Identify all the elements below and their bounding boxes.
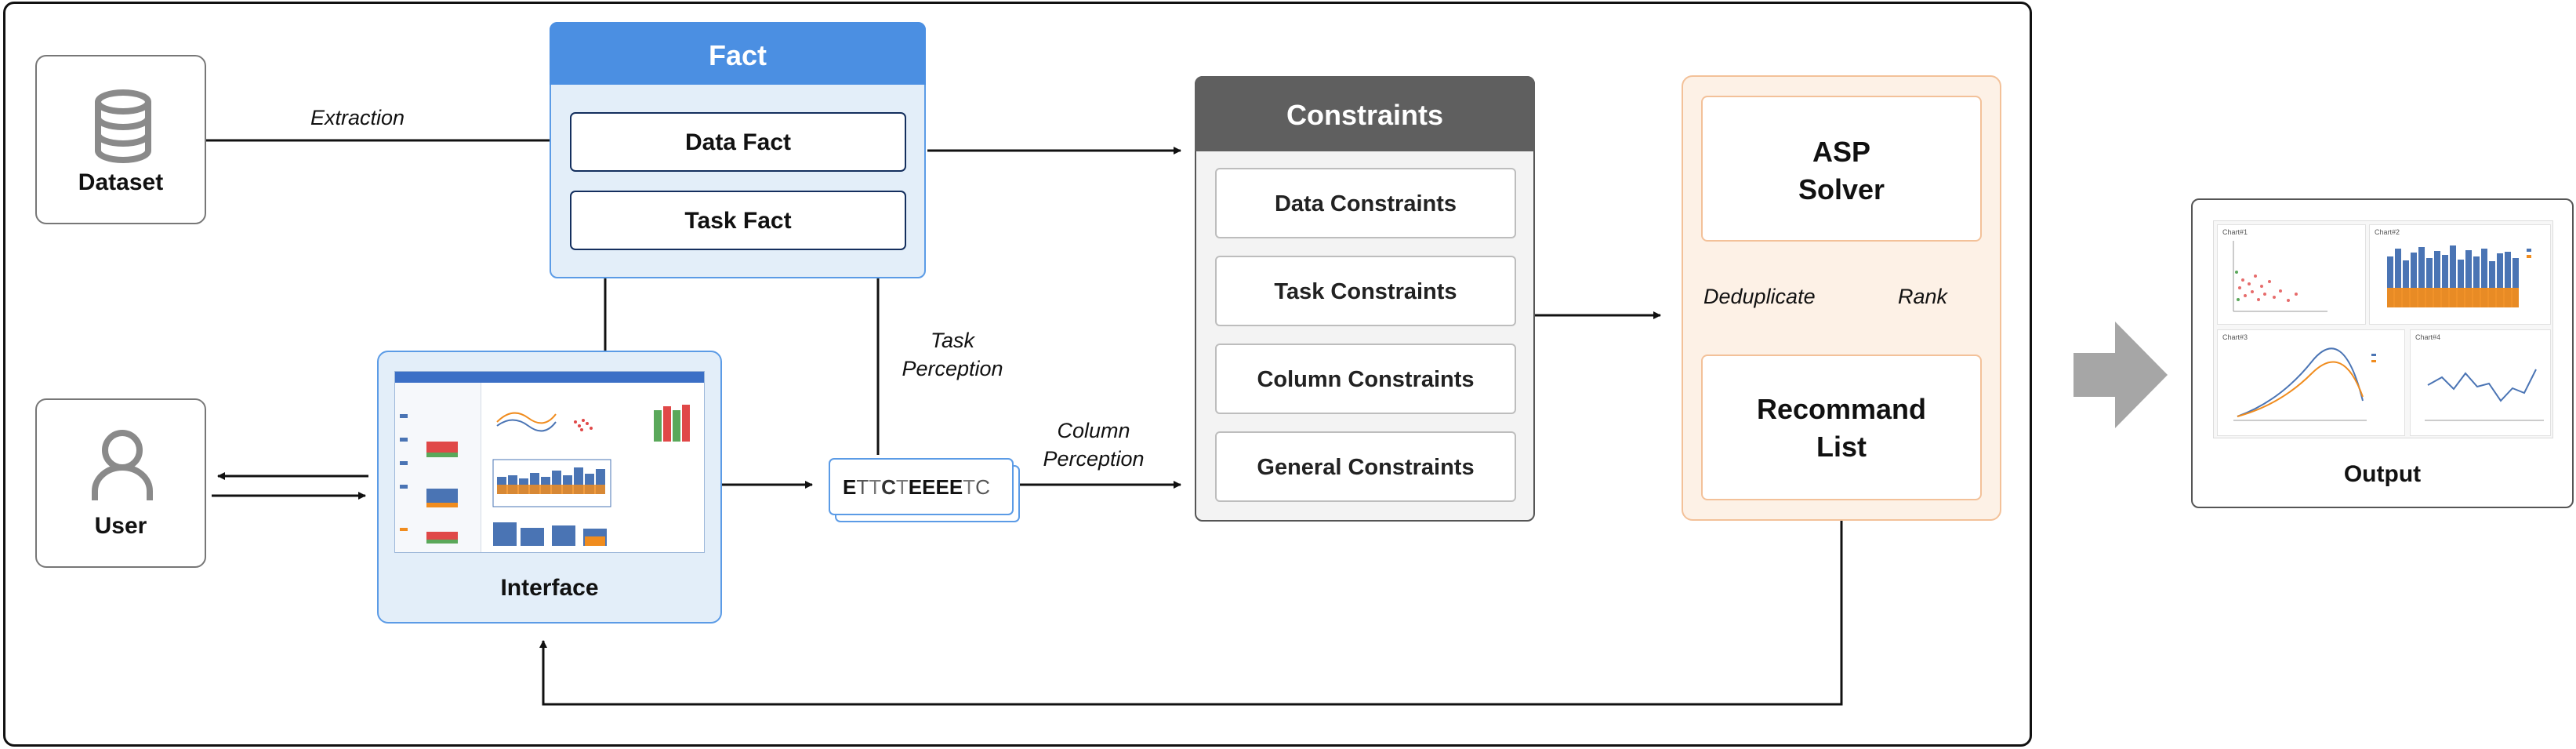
- rank-label: Rank: [1898, 285, 1948, 308]
- recommand-list-line2: List: [1816, 431, 1867, 463]
- data-constraints-box: Data Constraints: [1215, 168, 1516, 238]
- stacked-bar-thumbnail: [2387, 245, 2531, 307]
- output-chart-card: Chart#4: [2410, 329, 2551, 436]
- constraints-title: Constraints: [1195, 76, 1535, 151]
- user-label: User: [94, 513, 147, 539]
- interface-label: Interface: [500, 575, 599, 601]
- task-constraints-box: Task Constraints: [1215, 256, 1516, 326]
- database-icon: [95, 89, 151, 163]
- user-node: User: [35, 398, 206, 568]
- pipeline-frame: [3, 2, 2032, 747]
- seq-char: E: [922, 475, 936, 499]
- seq-char: T: [963, 475, 976, 499]
- line-thumbnail: [2425, 369, 2544, 421]
- interface-screenshot: [394, 371, 705, 553]
- output-chart-title: Chart#2: [2375, 228, 2400, 236]
- recommand-list-line1: Recommand: [1756, 393, 1927, 425]
- column-perception-label: Column Perception: [1027, 416, 1160, 473]
- output-chart-card: Chart#3: [2217, 329, 2405, 436]
- interface-sidebar: [395, 383, 481, 552]
- interface-thumbnails: [400, 405, 690, 546]
- output-label: Output: [2343, 461, 2422, 487]
- seq-char: E: [949, 475, 963, 499]
- dataset-node: Dataset: [35, 55, 206, 224]
- column-constraints-box: Column Constraints: [1215, 344, 1516, 414]
- seq-char: E: [935, 475, 949, 499]
- asp-solver-box: ASP Solver: [1701, 96, 1982, 242]
- sequence-text: ETTCTEEEETC: [843, 475, 990, 500]
- output-chart-title: Chart#4: [2415, 333, 2441, 341]
- output-chart-card: Chart#1: [2217, 224, 2366, 325]
- deduplicate-label: Deduplicate: [1703, 285, 1816, 308]
- output-dashboard: Chart#1 Chart#2 Chart#3: [2213, 220, 2553, 438]
- output-chart-title: Chart#3: [2222, 333, 2248, 341]
- seq-char: E: [908, 475, 923, 499]
- scatter-thumbnail: [2233, 241, 2327, 312]
- interface-titlebar: [395, 372, 704, 383]
- task-perception-line2: Perception: [902, 357, 1003, 380]
- seq-char: T: [895, 475, 909, 499]
- line-thumbnail: [2233, 347, 2376, 421]
- task-perception-line1: Task: [930, 329, 975, 352]
- extraction-label: Extraction: [310, 106, 405, 129]
- task-perception-label: Task Perception: [886, 326, 1019, 383]
- output-chart-card: Chart#2: [2369, 224, 2551, 325]
- seq-char: C: [975, 475, 990, 499]
- general-constraints-box: General Constraints: [1215, 431, 1516, 502]
- user-icon: [92, 430, 153, 500]
- task-fact-box: Task Fact: [570, 191, 906, 250]
- seq-char: E: [843, 475, 857, 499]
- seq-char: T: [856, 475, 869, 499]
- data-fact-box: Data Fact: [570, 112, 906, 172]
- column-perception-line2: Perception: [1043, 447, 1145, 471]
- interface-panel: Interface: [377, 351, 722, 624]
- fact-title: Fact: [550, 22, 926, 85]
- recommand-list-box: Recommand List: [1701, 355, 1982, 500]
- sequence-card: ETTCTEEEETC: [829, 458, 1014, 515]
- seq-char: C: [881, 475, 896, 499]
- big-output-arrow: [2073, 322, 2168, 428]
- asp-solver-line2: Solver: [1798, 173, 1885, 205]
- asp-solver-line1: ASP: [1812, 136, 1871, 168]
- seq-char: T: [869, 475, 882, 499]
- output-panel: Chart#1 Chart#2 Chart#3: [2191, 198, 2574, 508]
- column-perception-line1: Column: [1057, 419, 1130, 442]
- dataset-label: Dataset: [78, 169, 164, 195]
- output-chart-title: Chart#1: [2222, 228, 2248, 236]
- arrow-feedback: [539, 521, 1843, 706]
